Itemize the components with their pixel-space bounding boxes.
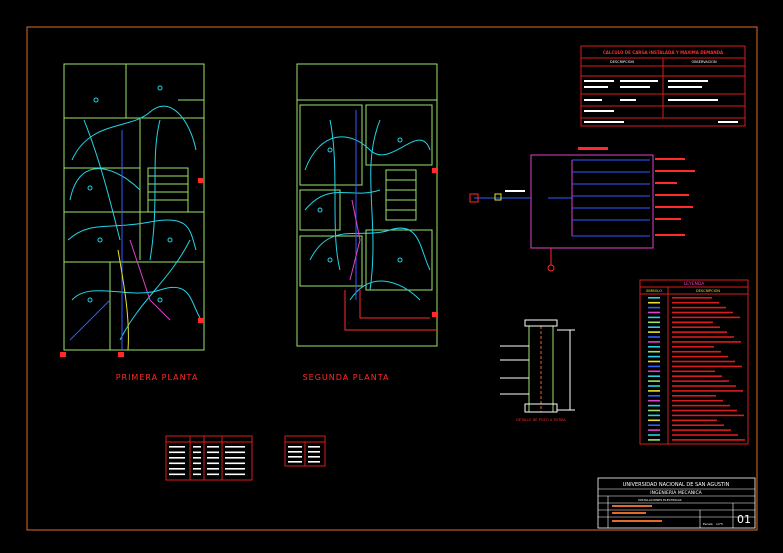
second-floor-title: SEGUNDA PLANTA (303, 373, 390, 382)
legend-col-description: DESCRIPCION (696, 289, 720, 293)
max-demand-table (580, 45, 746, 127)
single-line-diagram (469, 147, 695, 272)
first-floor-title: PRIMERA PLANTA (116, 373, 199, 382)
title-block-university: UNIVERSIDAD NACIONAL DE SAN AGUSTIN (623, 482, 730, 488)
legend-col-symbol: SIMBOLO (646, 289, 662, 293)
legend-rows (648, 297, 745, 441)
grounding-detail (500, 319, 575, 413)
grounding-detail-title: DETALLE DE POZO A TIERRA (516, 418, 566, 422)
title-block (597, 477, 756, 529)
title-block-scale-label: Escala (703, 522, 713, 526)
legend-table (639, 279, 749, 445)
circuit-table (165, 435, 253, 481)
title-block-scale-value: 1/75 (716, 522, 723, 526)
first-floor-plan (60, 63, 205, 357)
max-demand-col-right: OBSERVACION (691, 60, 717, 64)
max-demand-col-left: DESCRIPCION (610, 60, 634, 64)
title-block-sheet-number: 01 (737, 513, 751, 526)
load-summary-table (284, 435, 326, 467)
title-block-school: INGENIERIA MECANICA (650, 490, 702, 496)
title-block-subject: INSTALACIONES ELECTRICAS (638, 498, 681, 502)
max-demand-title: CALCULO DE CARGA INSTALADA Y MAXIMA DEMA… (603, 50, 724, 55)
second-floor-plan (296, 63, 438, 347)
legend-title: LEYENDA (684, 281, 706, 287)
sheet-frame (26, 26, 758, 531)
